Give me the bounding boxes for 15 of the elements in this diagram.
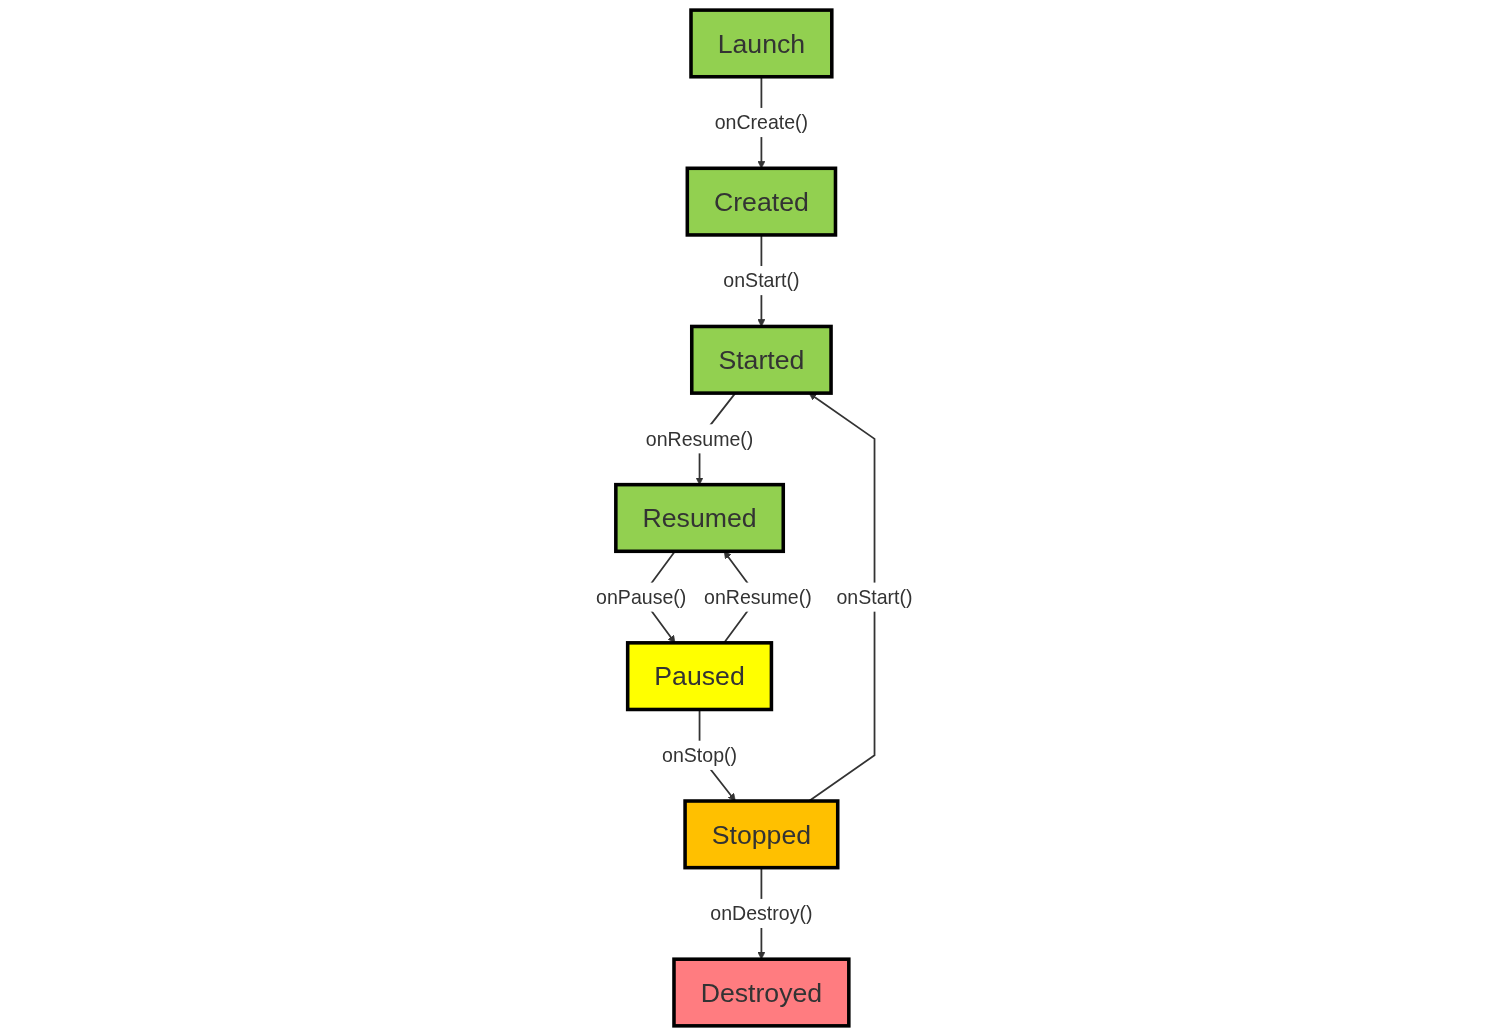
- edge-label: onCreate(): [714, 111, 808, 134]
- edge-label: onResume(): [703, 585, 812, 609]
- node-box: Created: [685, 166, 837, 237]
- edge-label: onResume(): [645, 427, 753, 451]
- edge-label: onStart(): [836, 585, 913, 609]
- node-box: Stopped: [682, 799, 840, 870]
- node-box: Paused: [625, 641, 773, 712]
- node-box: Destroyed: [671, 957, 851, 1028]
- edge-label: onStop(): [661, 744, 737, 767]
- edge-label: onPause(): [595, 585, 686, 609]
- node-box: Resumed: [613, 482, 785, 554]
- node-box: Started: [689, 324, 833, 395]
- edge-label: onStart(): [723, 269, 800, 292]
- node-box: Launch: [688, 8, 834, 79]
- edge-label: onDestroy(): [709, 902, 813, 925]
